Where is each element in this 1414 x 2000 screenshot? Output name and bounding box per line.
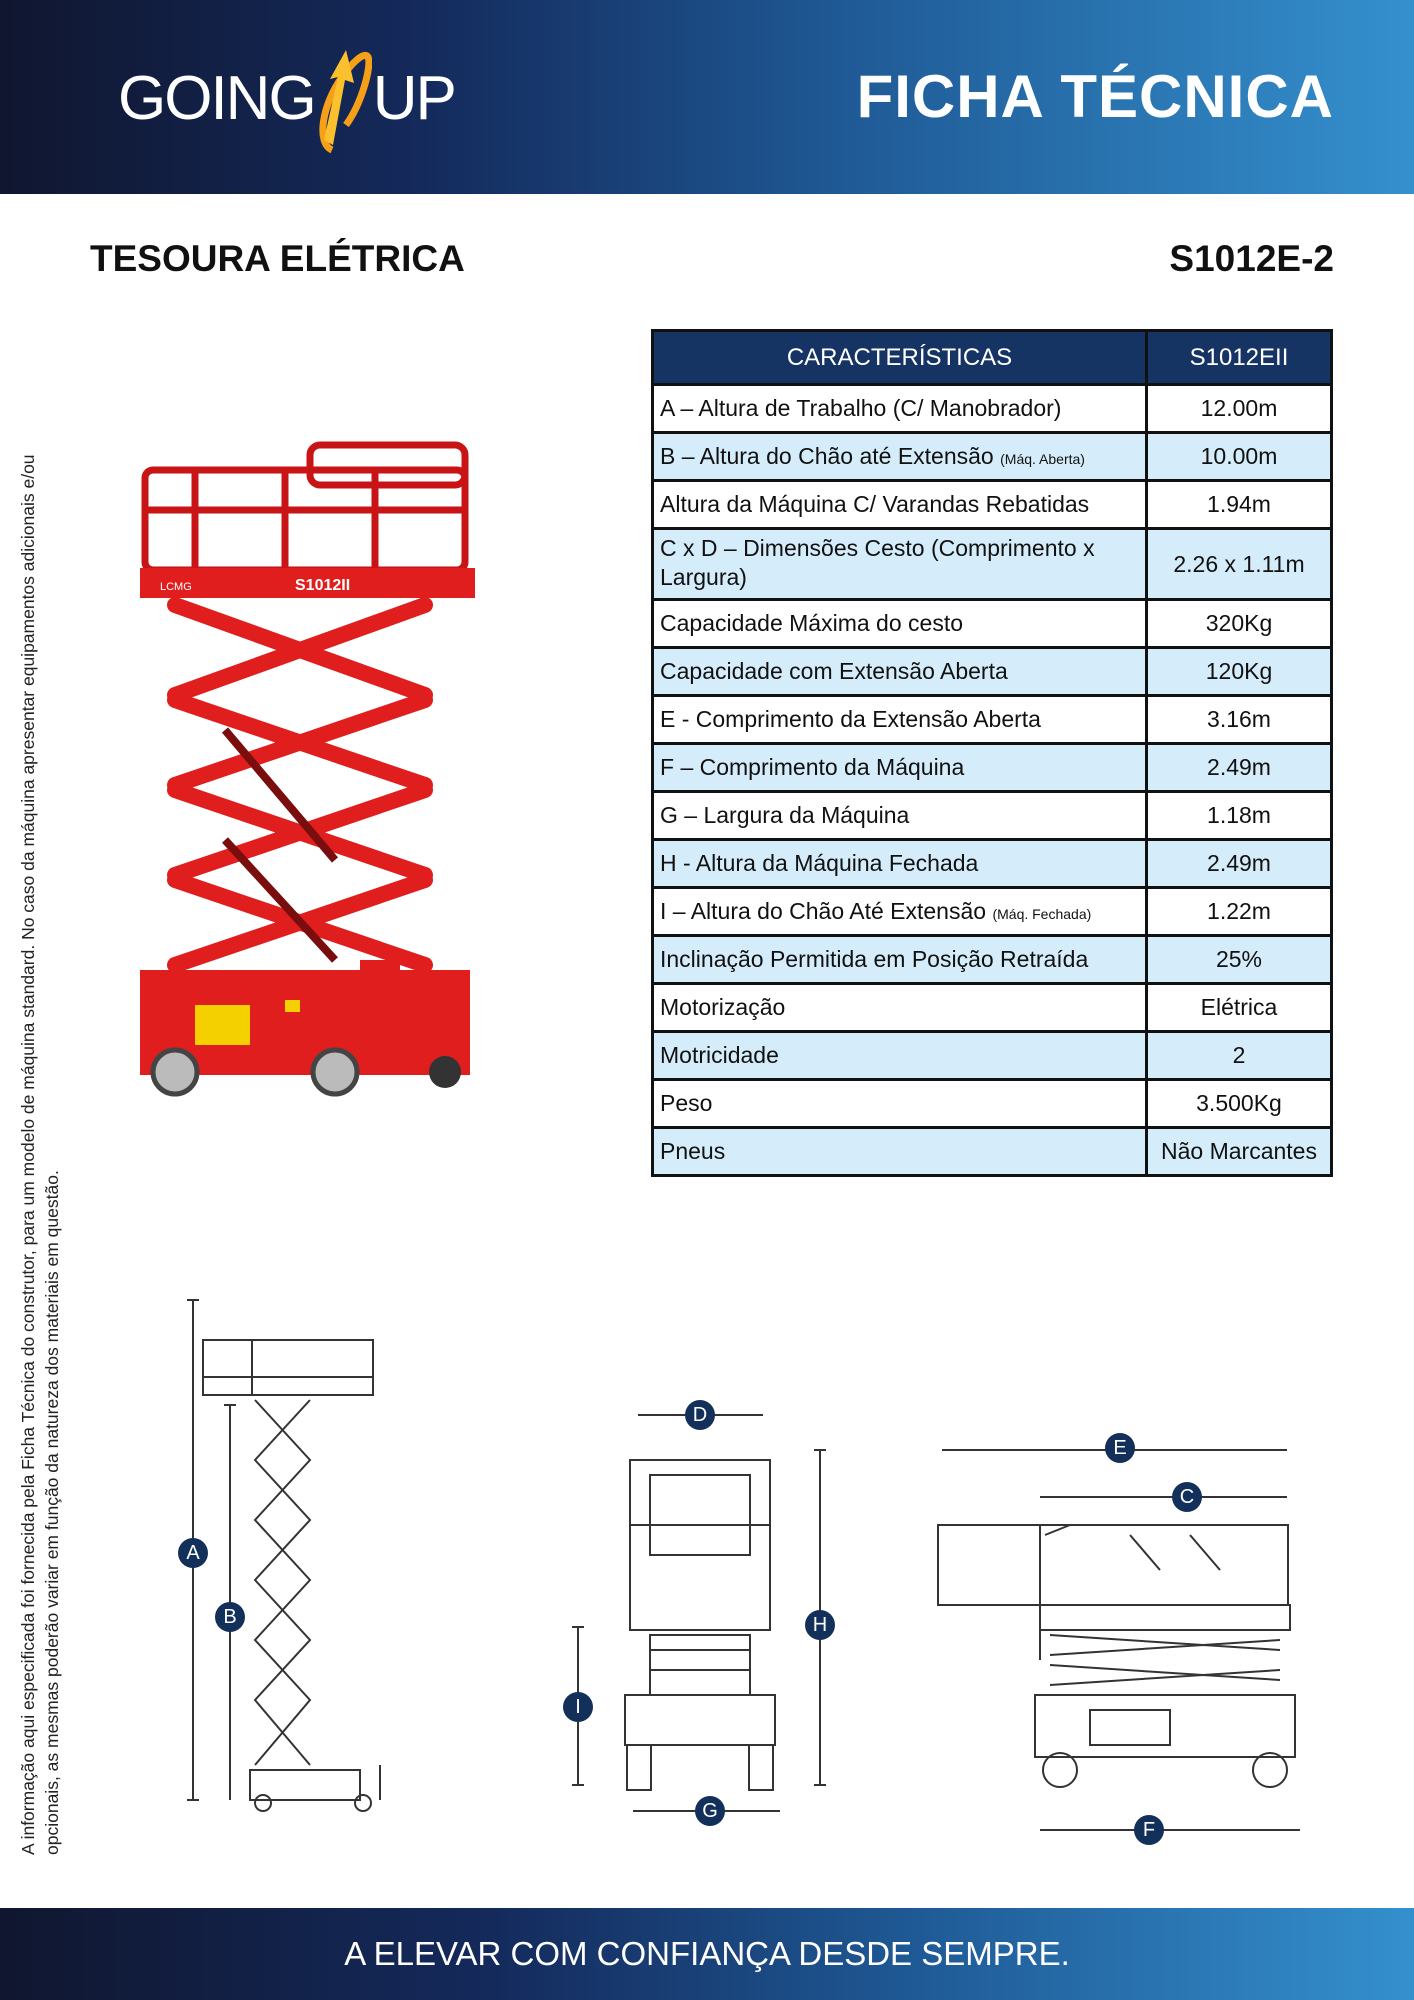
spec-value: Não Marcantes <box>1145 1126 1333 1177</box>
spec-value: Elétrica <box>1145 982 1333 1033</box>
logo-arrow-icon <box>319 50 372 154</box>
spec-label: Peso <box>651 1078 1148 1129</box>
specs-header-characteristics: CARACTERÍSTICAS <box>651 329 1148 386</box>
spec-value: 1.22m <box>1145 886 1333 937</box>
spec-label: F – Comprimento da Máquina <box>651 742 1148 793</box>
dimension-label-g: G <box>695 1796 725 1826</box>
product-model: S1012E-2 <box>1169 238 1334 279</box>
spec-label: Inclinação Permitida em Posição Retraída <box>651 934 1148 985</box>
svg-text:F: F <box>1143 1819 1155 1841</box>
spec-value: 120Kg <box>1145 646 1333 697</box>
specs-row: I – Altura do Chão Até Extensão (Máq. Fe… <box>651 886 1333 937</box>
dimension-label-h: H <box>805 1610 835 1640</box>
disclaimer-text: A informação aqui especificada foi forne… <box>16 245 64 1855</box>
dimension-label-e: E <box>1105 1433 1135 1463</box>
disclaimer-line-2: opcionais, as mesmas poderão variar em f… <box>42 1170 62 1855</box>
spec-label: C x D – Dimensões Cesto (Comprimento x L… <box>651 527 1148 601</box>
machine-label: S1012II <box>295 577 350 594</box>
spec-label: Motricidade <box>651 1030 1148 1081</box>
scissor-lift-photo: S1012II LCMG <box>140 441 475 1097</box>
spec-value: 10.00m <box>1145 431 1333 482</box>
dimension-label-a: A <box>178 1538 208 1568</box>
spec-value: 3.16m <box>1145 694 1333 745</box>
svg-text:A: A <box>186 1542 200 1564</box>
dimension-label-d: D <box>685 1400 715 1430</box>
page-title: FICHA TÉCNICA <box>856 63 1334 130</box>
spec-label: E - Comprimento da Extensão Aberta <box>651 694 1148 745</box>
extension-view-diagram: E C F <box>937 1433 1300 1845</box>
spec-value: 320Kg <box>1145 598 1333 649</box>
svg-text:D: D <box>693 1404 707 1426</box>
dimension-label-f: F <box>1134 1815 1164 1845</box>
footer-slogan: A ELEVAR COM CONFIANÇA DESDE SEMPRE. <box>0 1908 1414 2000</box>
front-view-diagram: D H I G <box>563 1400 835 1826</box>
spec-value: 2.49m <box>1145 742 1333 793</box>
svg-text:B: B <box>223 1606 236 1628</box>
logo-text-going: GOING <box>118 64 317 133</box>
specs-header-model: S1012EII <box>1145 329 1333 386</box>
spec-label: H - Altura da Máquina Fechada <box>651 838 1148 889</box>
spec-value: 2.26 x 1.11m <box>1145 527 1333 601</box>
spec-value: 1.18m <box>1145 790 1333 841</box>
specs-table: CARACTERÍSTICAS S1012EII A – Altura de T… <box>651 329 1333 1177</box>
svg-text:I: I <box>575 1696 581 1718</box>
specs-row: Inclinação Permitida em Posição Retraída… <box>651 934 1333 985</box>
spec-label: B – Altura do Chão até Extensão (Máq. Ab… <box>651 431 1148 482</box>
svg-text:H: H <box>813 1614 827 1636</box>
spec-label: I – Altura do Chão Até Extensão (Máq. Fe… <box>651 886 1148 937</box>
svg-text:E: E <box>1113 1437 1126 1459</box>
disclaimer-line-1: A informação aqui especificada foi forne… <box>18 454 38 1855</box>
product-type: TESOURA ELÉTRICA <box>90 238 465 279</box>
spec-value: 25% <box>1145 934 1333 985</box>
logo-text-up: UP <box>372 64 457 133</box>
spec-value: 2.49m <box>1145 838 1333 889</box>
dimension-label-b: B <box>215 1602 245 1632</box>
spec-label: G – Largura da Máquina <box>651 790 1148 841</box>
spec-label: Motorização <box>651 982 1148 1033</box>
going-up-logo: GOING UP <box>118 45 478 155</box>
spec-label: Capacidade Máxima do cesto <box>651 598 1148 649</box>
spec-label: Capacidade com Extensão Aberta <box>651 646 1148 697</box>
spec-label: Altura da Máquina C/ Varandas Rebatidas <box>651 479 1148 530</box>
svg-text:G: G <box>702 1800 718 1822</box>
machine-brand: LCMG <box>160 581 192 593</box>
side-view-diagram: A B <box>178 1299 381 1812</box>
spec-value: 1.94m <box>1145 479 1333 530</box>
dimension-label-i: I <box>563 1692 593 1722</box>
spec-label: Pneus <box>651 1126 1148 1177</box>
specs-row: C x D – Dimensões Cesto (Comprimento x L… <box>651 527 1333 601</box>
specs-row: A – Altura de Trabalho (C/ Manobrador)12… <box>651 383 1333 434</box>
dimension-label-c: C <box>1172 1482 1202 1512</box>
specs-row: B – Altura do Chão até Extensão (Máq. Ab… <box>651 431 1333 482</box>
header-banner: GOING UP FICHA TÉCNICA <box>0 0 1414 194</box>
svg-text:C: C <box>1180 1486 1194 1508</box>
spec-value: 3.500Kg <box>1145 1078 1333 1129</box>
spec-value: 12.00m <box>1145 383 1333 434</box>
spec-label: A – Altura de Trabalho (C/ Manobrador) <box>651 383 1148 434</box>
spec-value: 2 <box>1145 1030 1333 1081</box>
